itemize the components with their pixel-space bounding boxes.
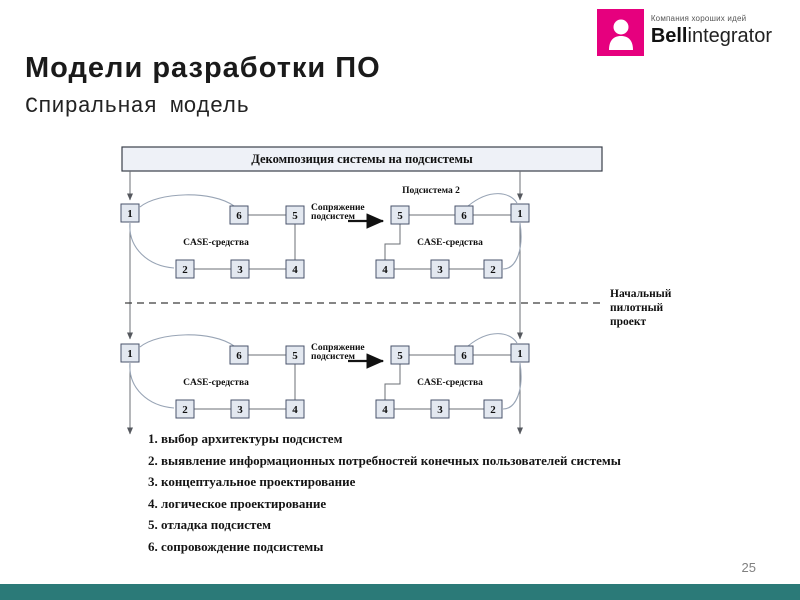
header-flow-arrows — [127, 171, 523, 201]
node-6-left: 6 — [229, 205, 249, 225]
node-3-left: 3 — [230, 399, 250, 419]
svg-text:2: 2 — [490, 264, 496, 276]
svg-text:5: 5 — [292, 210, 298, 222]
decomposition-header-label: Декомпозиция системы на подсистемы — [251, 152, 473, 166]
node-1-right: 1 — [510, 203, 530, 223]
node-4-right: 4 — [375, 399, 395, 419]
logo-text-block: Компания хороших идей Bellintegrator — [651, 9, 772, 46]
iteration-1: Сопряжение подсистем CASE-средства CASE-… — [120, 193, 530, 340]
svg-text:6: 6 — [236, 350, 242, 362]
svg-text:6: 6 — [461, 210, 467, 222]
node-5-left: 5 — [285, 345, 305, 365]
svg-text:3: 3 — [237, 404, 243, 416]
logo-brand-bold: Bell — [650, 25, 688, 47]
pilot-project-label: Начальный пилотный проект — [610, 288, 672, 328]
node-3-right: 3 — [430, 259, 450, 279]
coupling-arrow: Сопряжение подсистем — [311, 343, 385, 369]
spiral-curves — [129, 333, 522, 410]
coupling-label-line1: Сопряжение — [311, 343, 365, 353]
connector-lines — [127, 214, 523, 340]
step-item: 4. логическое проектирование — [148, 495, 327, 511]
node-6-right: 6 — [454, 345, 474, 365]
node-1-right: 1 — [510, 343, 530, 363]
decomposition-header-box — [121, 146, 603, 172]
case-tools-label-left: CASE-средства — [183, 238, 249, 248]
step-item: 2. выявление информационных потребностей… — [148, 452, 621, 468]
svg-text:пилотный: пилотный — [610, 302, 664, 314]
logo-brand: Bellintegrator — [651, 26, 772, 46]
node-5-right: 5 — [390, 345, 410, 365]
node-2-left: 2 — [175, 259, 195, 279]
svg-text:4: 4 — [292, 264, 298, 276]
step-item: 5. отладка подсистем — [148, 517, 272, 532]
svg-text:2: 2 — [182, 404, 188, 416]
coupling-label-line2: подсистем — [311, 352, 356, 362]
svg-text:1: 1 — [517, 208, 523, 220]
svg-text:1: 1 — [127, 348, 133, 360]
svg-text:3: 3 — [237, 264, 243, 276]
svg-text:4: 4 — [382, 264, 388, 276]
node-1-left: 1 — [120, 203, 140, 223]
svg-text:5: 5 — [292, 350, 298, 362]
svg-text:6: 6 — [236, 210, 242, 222]
step-item: 1. выбор архитектуры подсистем — [148, 431, 343, 446]
svg-text:1: 1 — [517, 348, 523, 360]
svg-text:Начальный: Начальный — [610, 288, 672, 300]
node-4-left: 4 — [285, 399, 305, 419]
svg-text:3: 3 — [437, 264, 443, 276]
bellintegrator-logo: Компания хороших идей Bellintegrator — [596, 9, 772, 56]
slide-subtitle: Спиральная модель — [25, 94, 250, 119]
steps-legend: 1. выбор архитектуры подсистем 2. выявле… — [148, 431, 708, 560]
svg-text:2: 2 — [490, 404, 496, 416]
node-1-left: 1 — [120, 343, 140, 363]
node-5-left: 5 — [285, 205, 305, 225]
subsystem2-label: Подсистема 2 — [402, 186, 460, 196]
case-tools-label-right: CASE-средства — [417, 378, 483, 388]
node-2-left: 2 — [175, 399, 195, 419]
svg-text:1: 1 — [127, 208, 133, 220]
footer-accent-bar — [0, 584, 800, 600]
node-6-left: 6 — [229, 345, 249, 365]
node-2-right: 2 — [483, 399, 503, 419]
logo-tagline: Компания хороших идей — [650, 14, 747, 23]
svg-text:5: 5 — [397, 350, 403, 362]
node-4-right: 4 — [375, 259, 395, 279]
node-3-left: 3 — [230, 259, 250, 279]
step-item: 3. концептуальное проектирование — [148, 474, 356, 489]
case-tools-label-left: CASE-средства — [183, 378, 249, 388]
page-number: 25 — [741, 560, 756, 575]
logo-magenta-square — [596, 9, 644, 56]
svg-text:3: 3 — [437, 404, 443, 416]
svg-text:5: 5 — [397, 210, 403, 222]
spiral-model-diagram: Декомпозиция системы на подсистемы Подси… — [120, 146, 672, 435]
svg-text:6: 6 — [461, 350, 467, 362]
step-item: 6. сопровождение подсистемы — [148, 538, 324, 554]
case-tools-label-right: CASE-средства — [417, 238, 483, 248]
node-2-right: 2 — [483, 259, 503, 279]
slide-title: Модели разработки ПО — [25, 52, 381, 84]
iteration-2: Сопряжение подсистем CASE-средства CASE-… — [120, 333, 530, 435]
spiral-curves — [129, 193, 522, 270]
decomposition-header: Декомпозиция системы на подсистемы — [121, 146, 603, 172]
coupling-label-line2: подсистем — [311, 212, 356, 222]
node-3-right: 3 — [430, 399, 450, 419]
svg-text:4: 4 — [382, 404, 388, 416]
logo-brand-light: integrator — [687, 25, 773, 47]
svg-text:2: 2 — [182, 264, 188, 276]
coupling-label-line1: Сопряжение — [311, 203, 365, 213]
node-4-left: 4 — [285, 259, 305, 279]
svg-text:4: 4 — [292, 404, 298, 416]
node-5-right: 5 — [390, 205, 410, 225]
coupling-arrow: Сопряжение подсистем — [311, 203, 385, 229]
svg-text:проект: проект — [610, 316, 647, 328]
node-6-right: 6 — [454, 205, 474, 225]
logo-person-icon — [609, 19, 634, 50]
connector-lines — [127, 354, 523, 435]
